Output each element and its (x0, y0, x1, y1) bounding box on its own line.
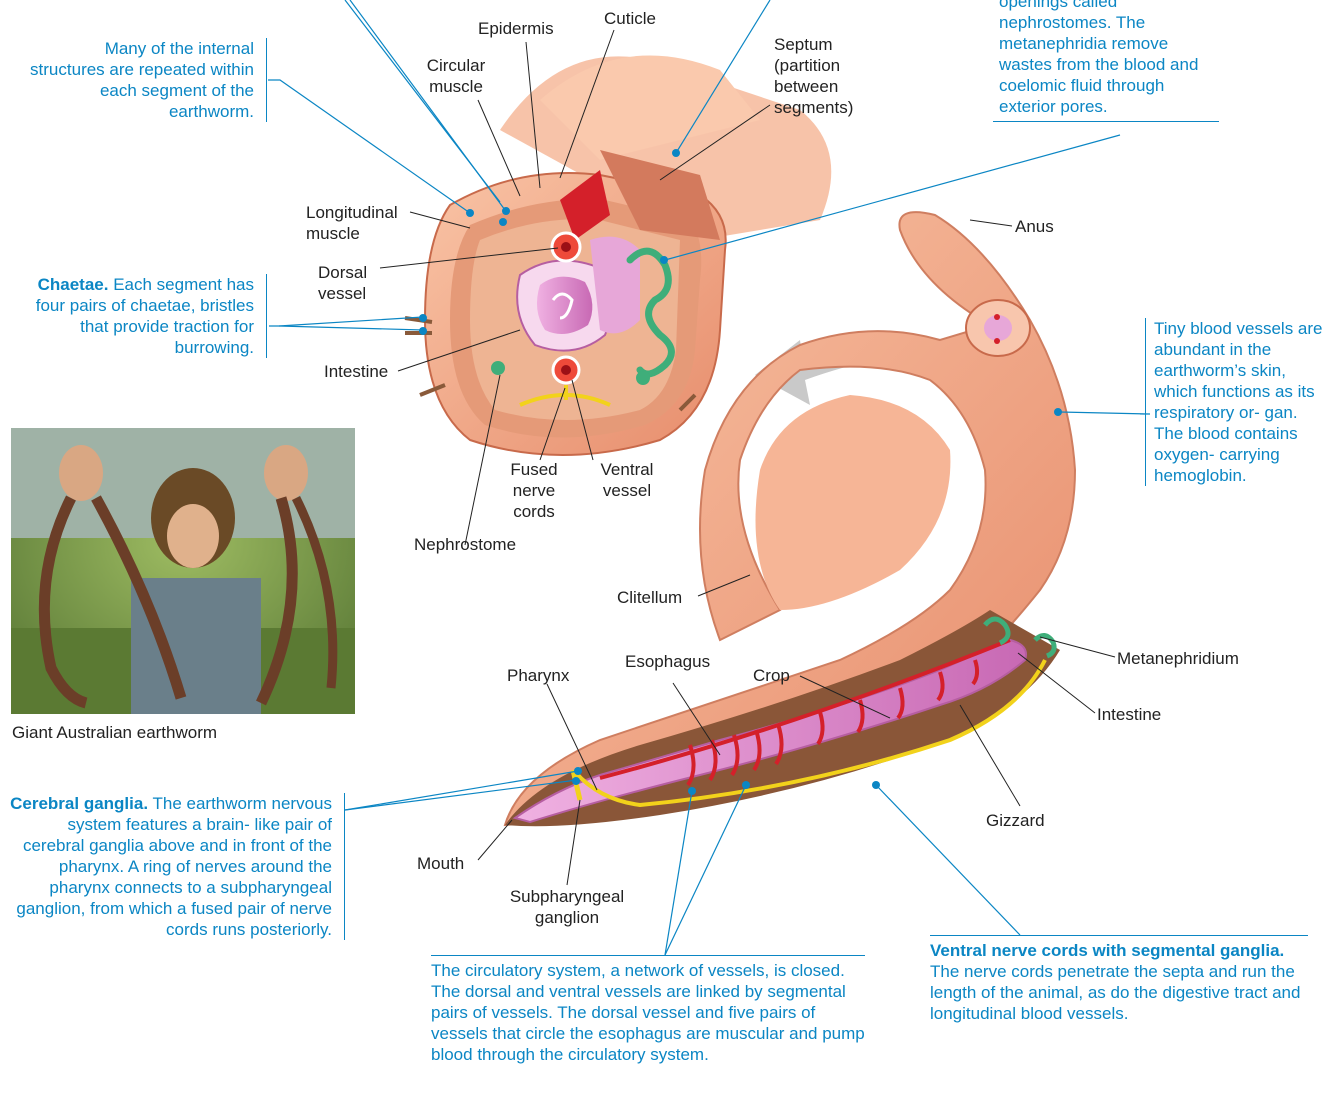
note-cerebral-title: Cerebral ganglia. (10, 794, 148, 813)
label-metanephridium: Metanephridium (1117, 648, 1239, 669)
earthworm-photo (11, 428, 355, 714)
label-clitellum: Clitellum (617, 587, 682, 608)
label-ventral-vessel: Ventral vessel (596, 459, 658, 501)
note-circulatory-system: The circulatory system, a network of ves… (431, 955, 865, 1065)
label-subpharyngeal-ganglion: Subpharyngeal ganglion (500, 886, 634, 928)
note-ventral-title: Ventral nerve cords with segmental gangl… (930, 941, 1284, 960)
label-gizzard: Gizzard (986, 810, 1045, 831)
label-anus: Anus (1015, 216, 1054, 237)
label-nephrostome: Nephrostome (414, 534, 516, 555)
label-intestine-cross: Intestine (324, 361, 388, 382)
note-cerebral-text: The earthworm nervous system features a … (16, 794, 332, 939)
note-repeated-structures: Many of the internal structures are repe… (30, 38, 267, 122)
label-epidermis: Epidermis (478, 18, 554, 39)
label-fused-nerve-cords: Fused nerve cords (508, 459, 560, 522)
note-chaetae-title: Chaetae. (38, 275, 109, 294)
note-ventral-nerve-cords: Ventral nerve cords with segmental gangl… (930, 935, 1308, 1024)
photo-caption: Giant Australian earthworm (12, 722, 217, 743)
label-septum: Septum (partition between segments) (774, 34, 874, 118)
label-pharynx: Pharynx (507, 665, 569, 686)
note-skin-respiration: Tiny blood vessels are abundant in the e… (1145, 318, 1322, 486)
label-mouth: Mouth (417, 853, 464, 874)
note-chaetae: Chaetae. Each segment has four pairs of … (30, 274, 267, 358)
label-crop: Crop (753, 665, 790, 686)
label-longitudinal-muscle: Longitudinal muscle (306, 202, 420, 244)
label-cuticle: Cuticle (604, 8, 656, 29)
note-metanephridia-partial: openings called nephrostomes. The metane… (993, 0, 1219, 122)
note-cerebral-ganglia: Cerebral ganglia. The earthworm nervous … (2, 793, 345, 940)
label-intestine-body: Intestine (1097, 704, 1161, 725)
label-esophagus: Esophagus (625, 651, 710, 672)
note-ventral-text: The nerve cords penetrate the septa and … (930, 962, 1300, 1023)
label-dorsal-vessel: Dorsal vessel (318, 262, 378, 304)
label-circular-muscle: Circular muscle (423, 55, 489, 97)
